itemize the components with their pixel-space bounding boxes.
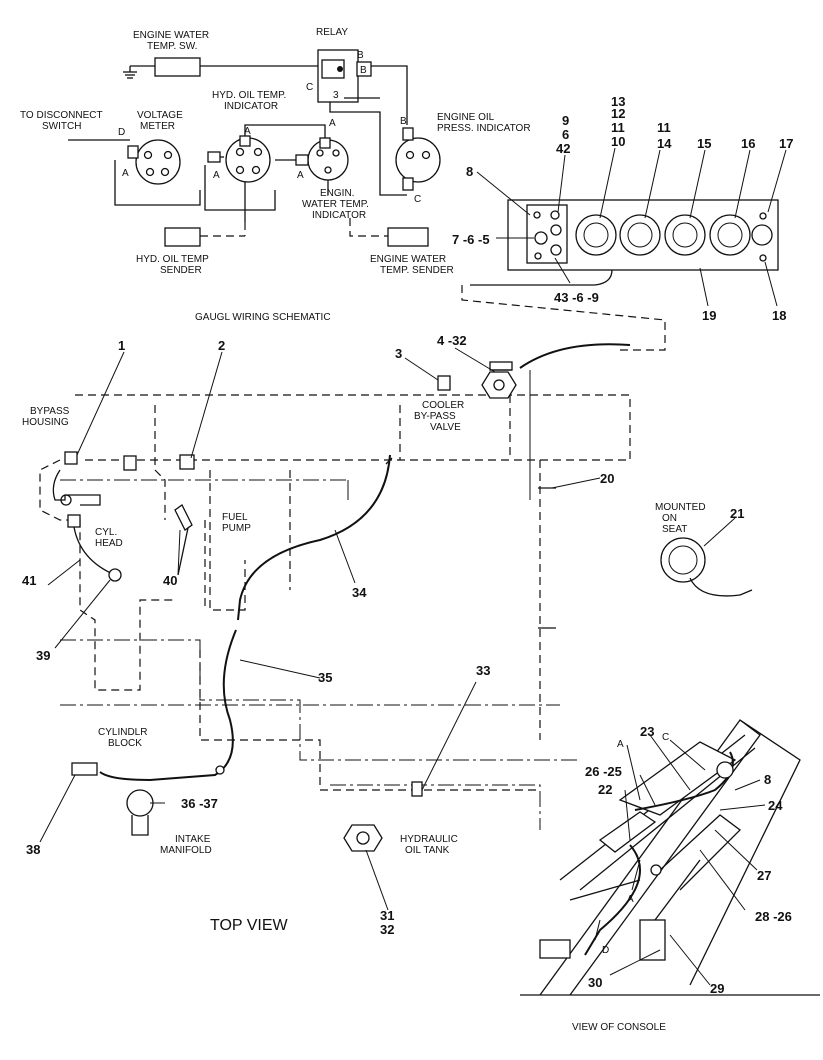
- callout-21: 21: [730, 506, 744, 521]
- callout-36-37: 36 -37: [181, 796, 218, 811]
- ground-icon: [123, 65, 155, 79]
- panel-callout-17: 17: [779, 136, 793, 151]
- panel-callout-18: 18: [772, 308, 786, 323]
- callout-33: 33: [476, 663, 490, 678]
- water-terminal-a-left: A: [297, 170, 304, 181]
- console-callout-8: 8: [764, 772, 771, 787]
- callout-34: 34: [352, 585, 367, 600]
- console-callout-24: 24: [768, 798, 783, 813]
- console-letter-a-top: A: [617, 739, 624, 750]
- panel-callout-15: 15: [697, 136, 711, 151]
- water-terminal-a-top: A: [329, 118, 336, 129]
- seat-mounted-sender: [660, 537, 706, 583]
- console-letter-c: C: [662, 732, 669, 743]
- cyl-head-label: CYL.HEAD: [95, 527, 123, 549]
- relay-terminal-3: 3: [333, 90, 339, 101]
- callout-2: 2: [218, 338, 225, 353]
- panel-callout-43-6-9: 43 -6 -9: [554, 290, 599, 305]
- panel-callout-7-6-5: 7 -6 -5: [452, 232, 490, 247]
- console-callout-30: 30: [588, 975, 602, 990]
- hyd-oil-temp-sender: [164, 227, 201, 247]
- schematic-title: GAUGL WIRING SCHEMATIC: [195, 312, 331, 323]
- panel-callout-19: 19: [702, 308, 716, 323]
- console-callout-26-25: 26 -25: [585, 764, 622, 779]
- console-callout-29: 29: [710, 981, 724, 996]
- console-callout-22: 22: [598, 782, 612, 797]
- console-view: A C A D 23 26 -25 22 8 24 27 28 -26 30 2…: [520, 719, 820, 1033]
- panel-gauge-3: [664, 214, 706, 256]
- console-letter-d: D: [602, 945, 609, 956]
- callout-3: 3: [395, 346, 402, 361]
- callout-39: 39: [36, 648, 50, 663]
- oil-terminal-b: B: [400, 116, 407, 127]
- console-letter-a-bottom: A: [627, 894, 634, 905]
- relay: [317, 49, 380, 103]
- panel-gauge-1: [575, 214, 617, 256]
- callout-38: 38: [26, 842, 40, 857]
- engine-water-temp-sender: [387, 227, 429, 247]
- panel-gauge-4: [709, 214, 751, 256]
- relay-terminal-c: C: [306, 82, 313, 93]
- console-callout-27: 27: [757, 868, 771, 883]
- panel-gauge-2: [619, 214, 661, 256]
- engine-oil-press-indicator-gauge: [395, 127, 441, 191]
- hyd-terminal-a-left: A: [213, 170, 220, 181]
- callout-20: 20: [600, 471, 614, 486]
- engine-water-temp-indicator-label: ENGIN.WATER TEMP.INDICATOR: [302, 188, 369, 221]
- relay-terminal-b-side: B: [360, 65, 367, 76]
- hyd-terminal-a-top: A: [244, 126, 251, 137]
- panel-callout-16: 16: [741, 136, 755, 151]
- engine-water-temp-indicator-gauge: [295, 137, 349, 181]
- panel-callout-8: 8: [466, 164, 473, 179]
- console-callout-28-26: 28 -26: [755, 909, 792, 924]
- oil-terminal-c: C: [414, 194, 421, 205]
- callout-40: 40: [163, 573, 177, 588]
- relay-terminal-b-top: B: [357, 50, 364, 61]
- console-view-title: VIEW OF CONSOLE: [572, 1022, 666, 1033]
- callout-1: 1: [118, 338, 125, 353]
- relay-label: RELAY: [316, 27, 348, 38]
- voltage-meter-gauge: [114, 139, 201, 206]
- callout-35: 35: [318, 670, 332, 685]
- callout-4-32: 4 -32: [437, 333, 467, 348]
- panel-lamp: [751, 224, 773, 246]
- console-callout-23: 23: [640, 724, 654, 739]
- terminal-d: D: [118, 127, 125, 138]
- hyd-oil-temp-indicator-label: HYD. OIL TEMP.INDICATOR: [212, 90, 286, 112]
- callout-41: 41: [22, 573, 36, 588]
- voltmeter-terminal-a: A: [122, 168, 129, 179]
- top-view-title: TOP VIEW: [210, 917, 289, 934]
- engine-water-temp-switch: [154, 57, 201, 77]
